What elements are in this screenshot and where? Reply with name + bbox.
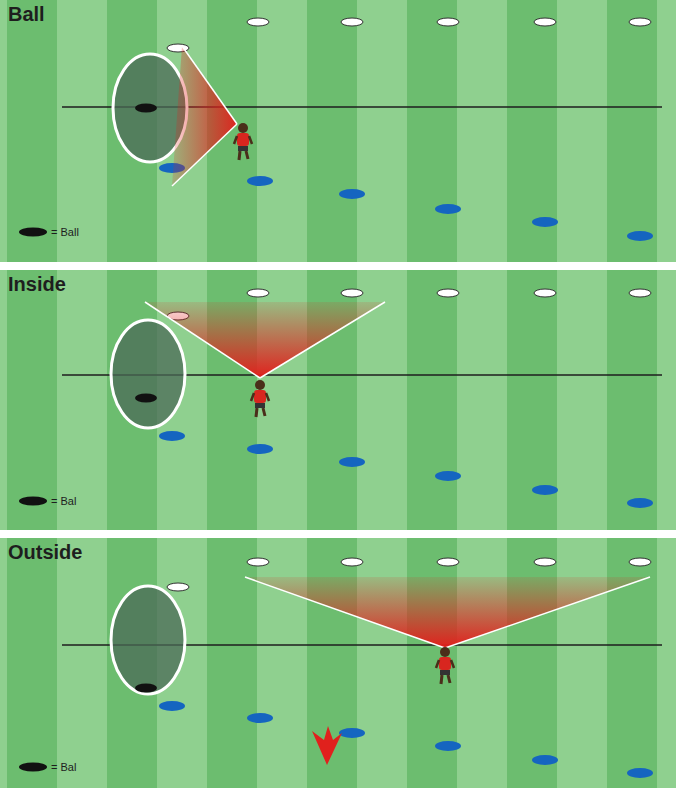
panel-title: Ball — [8, 3, 45, 26]
legend-entry: = Bal — [18, 495, 76, 507]
legend-ball-swatch — [18, 761, 48, 773]
legend-text: = Ball — [51, 226, 79, 238]
panel-title: Outside — [8, 541, 82, 564]
legend-entry: = Ball — [18, 226, 79, 238]
legend-ball-swatch — [18, 226, 48, 238]
legend-entry: = Bal — [18, 761, 76, 773]
legend-text: = Bal — [51, 495, 76, 507]
panel-title: Inside — [8, 273, 66, 296]
legend-ball-swatch — [18, 495, 48, 507]
legend-text: = Bal — [51, 761, 76, 773]
